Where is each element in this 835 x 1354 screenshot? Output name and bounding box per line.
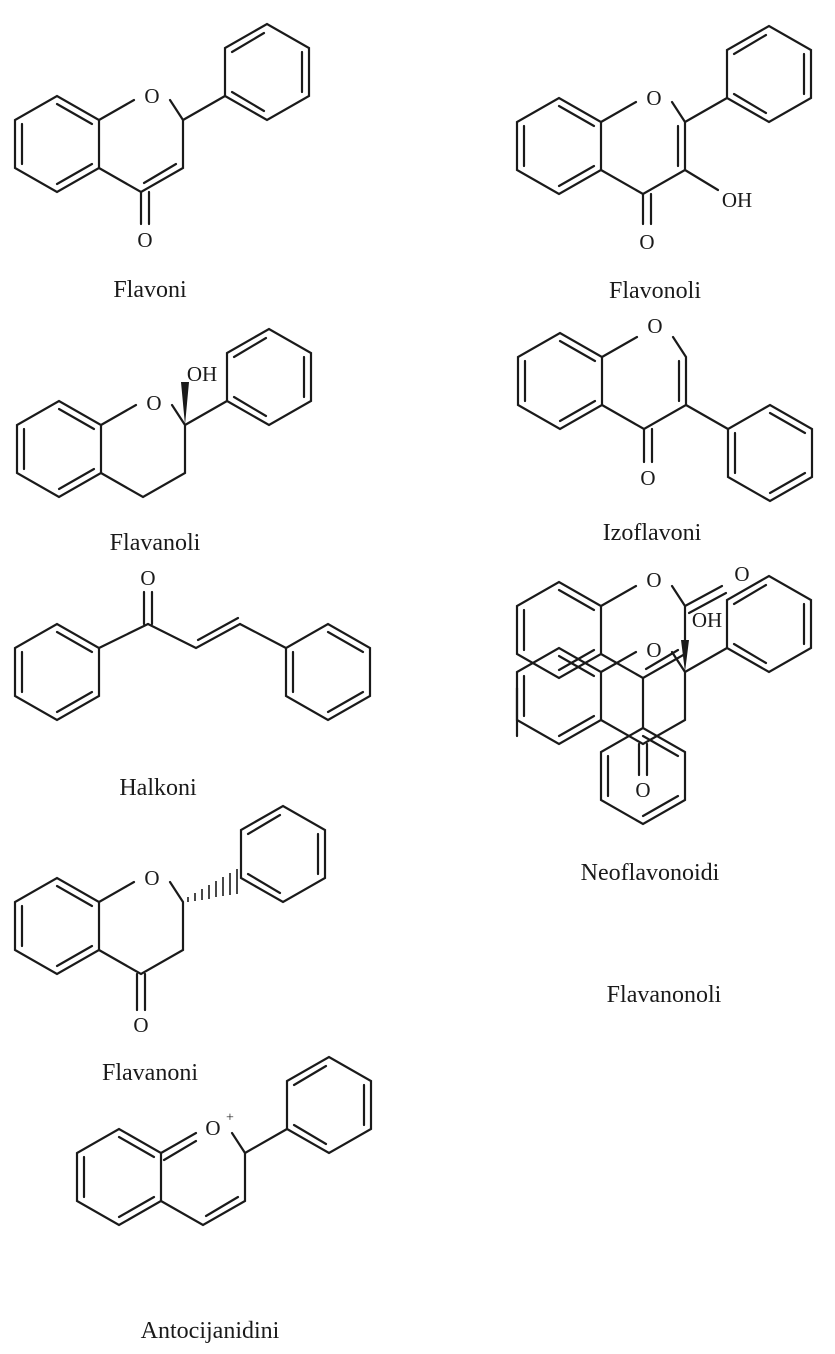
ring-oxygen-label: O xyxy=(144,84,159,108)
ring-oxygen-label: O xyxy=(646,638,661,662)
ring-oxygen-label: O xyxy=(646,568,661,592)
structure-izoflavoni: O O Izoflavoni xyxy=(516,314,814,546)
structure-label-flavanonoli: Flavanonoli xyxy=(607,982,722,1008)
structure-label-izoflavoni: Izoflavoni xyxy=(603,520,702,546)
ring-oxygen-label: O xyxy=(647,314,662,338)
carbonyl-oxygen-label: O xyxy=(137,228,152,252)
carbonyl-oxygen-label: O xyxy=(140,566,155,590)
lactone-oxygen-label: O xyxy=(734,562,749,586)
structure-flavanoni: O O Flavanoni xyxy=(13,804,327,1086)
structure-antocijanidini: O + Antocijanidini xyxy=(75,1055,373,1344)
structure-label-antocijanidini: Antocijanidini xyxy=(141,1318,280,1344)
structure-flavonoli: O O OH Flavonoli xyxy=(515,24,813,304)
structure-flavanoli: O OH Flavanoli xyxy=(15,327,313,556)
structure-label-flavoni: Flavoni xyxy=(113,277,187,303)
hydroxyl-label: OH xyxy=(722,188,752,212)
carbonyl-oxygen-label: O xyxy=(133,1013,148,1037)
hydroxyl-label: OH xyxy=(187,362,217,386)
structure-label-flavanoli: Flavanoli xyxy=(110,530,201,556)
carbonyl-oxygen-label: O xyxy=(640,466,655,490)
structure-flavanonoli: O O OH Flavanonoli xyxy=(515,574,813,1008)
structure-flavoni: O O Flavoni xyxy=(13,22,311,303)
ring-oxygen-label: O xyxy=(146,391,161,415)
hydroxyl-label: OH xyxy=(692,608,722,632)
structure-label-flavonoli: Flavonoli xyxy=(609,278,701,304)
ring-oxygen-label: O xyxy=(205,1116,220,1140)
structure-label-halkoni: Halkoni xyxy=(119,775,197,801)
structure-halkoni: O Halkoni xyxy=(13,566,372,801)
positive-charge-label: + xyxy=(226,1111,234,1126)
ring-oxygen-label: O xyxy=(144,866,159,890)
structure-label-neoflavonoidi: Neoflavonoidi xyxy=(581,860,720,886)
structure-neoflavonoidi: O O Neoflavonoidi xyxy=(515,562,750,886)
carbonyl-oxygen-label: O xyxy=(635,778,650,802)
structure-label-flavanoni: Flavanoni xyxy=(102,1060,198,1086)
carbonyl-oxygen-label: O xyxy=(639,230,654,254)
ring-oxygen-label: O xyxy=(646,86,661,110)
